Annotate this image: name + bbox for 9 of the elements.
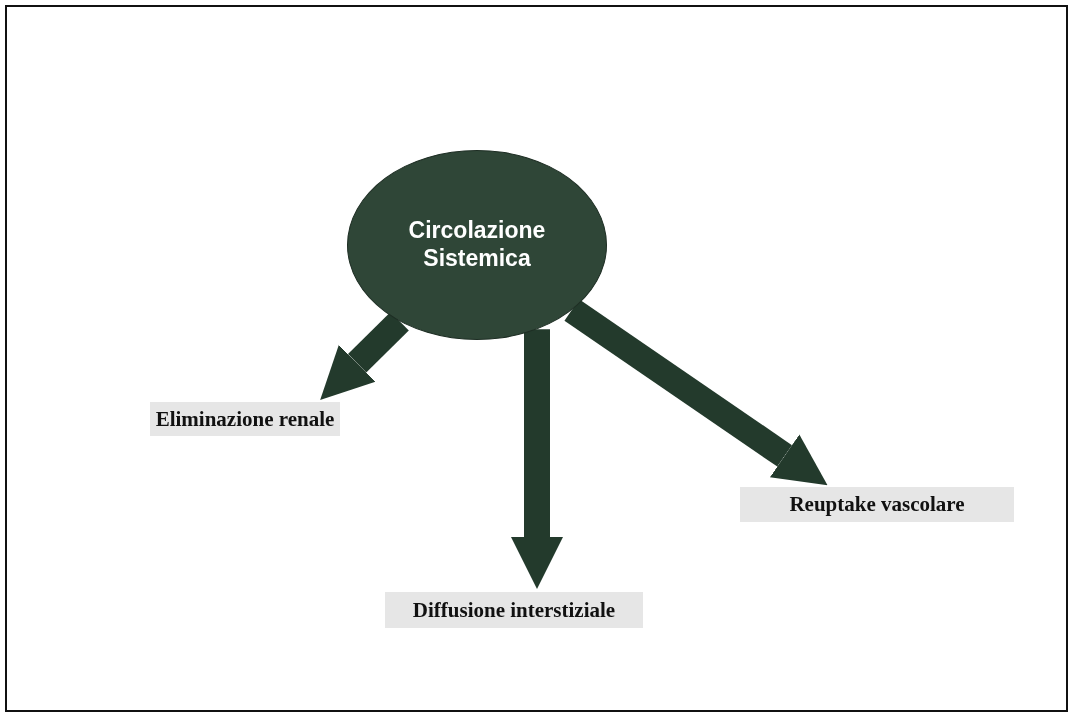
arrow: [511, 329, 563, 589]
label-box: [385, 592, 643, 628]
node-title: Circolazione Sistemica: [407, 217, 547, 273]
label-box: [740, 487, 1014, 522]
arrow: [320, 312, 409, 400]
node-label: Reuptake vascolare: [789, 492, 965, 517]
arrow: [564, 299, 828, 486]
node-label: Diffusione interstiziale: [412, 597, 616, 623]
node-label: Eliminazione renale: [155, 406, 335, 432]
